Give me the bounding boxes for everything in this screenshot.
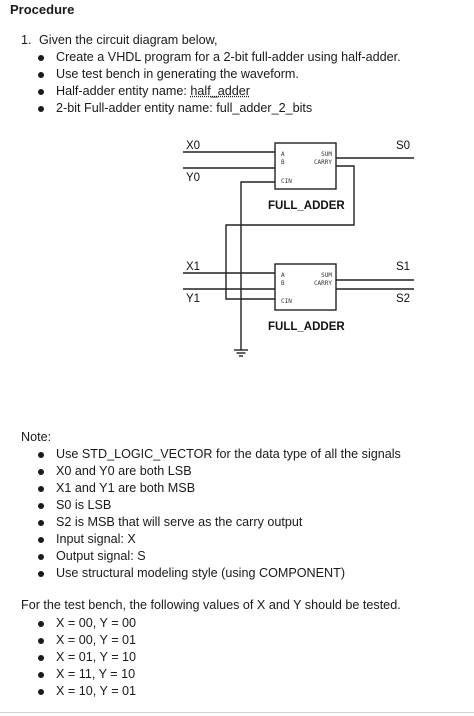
full-adder-block-1 — [274, 142, 337, 190]
testbench-item: X = 11, Y = 10 — [56, 667, 136, 681]
bullet-dot — [38, 503, 44, 509]
wire-carry-to-cin — [225, 165, 355, 300]
bullet-dot — [38, 55, 44, 61]
full-adder-entity-name: full_adder_2_bits — [216, 101, 313, 115]
pin-a-label: A — [281, 151, 285, 158]
note-item: Use STD_LOGIC_VECTOR for the data type o… — [56, 447, 401, 461]
pin-cin-label: CIN — [281, 298, 292, 305]
full-adder-prefix: 2-bit Full-adder entity name: — [56, 101, 217, 115]
procedure-heading: Procedure — [10, 2, 75, 17]
testbench-item: X = 01, Y = 10 — [56, 650, 137, 664]
step-intro: Given the circuit diagram below, — [39, 33, 218, 47]
bullet-dot — [38, 72, 44, 78]
input-x1-label: X1 — [186, 261, 200, 273]
note-item: Output signal: S — [56, 549, 146, 563]
bullet-dot — [38, 520, 44, 526]
bullet-dot — [38, 537, 44, 543]
bullet-dot — [38, 469, 44, 475]
block-2-name: FULL_ADDER — [268, 321, 345, 333]
pin-sum-label: SUM — [321, 151, 332, 158]
half-adder-entity-name: half_adder — [190, 84, 250, 98]
bullet-dot — [38, 486, 44, 492]
note-title: Note: — [21, 430, 52, 444]
pin-b-label: B — [281, 159, 285, 166]
block-1-name: FULL_ADDER — [268, 200, 345, 212]
half-adder-prefix: Half-adder entity name: — [56, 84, 191, 98]
pin-a-label: A — [281, 272, 285, 279]
output-s1-label: S1 — [396, 261, 410, 273]
step-item-3: Half-adder entity name: half_adder — [56, 83, 250, 100]
bullet-dot — [38, 452, 44, 458]
output-s0-label: S0 — [396, 140, 410, 152]
step-number: 1. — [21, 33, 32, 47]
bullet-dot — [38, 571, 44, 577]
bullet-dot — [38, 655, 44, 661]
note-item: Input signal: X — [56, 532, 136, 546]
pin-b-label: B — [281, 280, 285, 287]
testbench-intro: For the test bench, the following values… — [21, 598, 401, 612]
step-item-1: Create a VHDL program for a 2-bit full-a… — [56, 50, 401, 64]
bullet-dot — [38, 638, 44, 644]
bullet-dot — [38, 621, 44, 627]
bullet-dot — [38, 554, 44, 560]
note-item: S2 is MSB that will serve as the carry o… — [56, 515, 303, 529]
note-item: X1 and Y1 are both MSB — [56, 481, 196, 495]
pin-carry-label: CARRY — [314, 159, 332, 166]
input-y1-label: Y1 — [186, 293, 200, 305]
note-item: X0 and Y0 are both LSB — [56, 464, 192, 478]
pin-carry-label: CARRY — [314, 280, 332, 287]
testbench-item: X = 00, Y = 00 — [56, 616, 137, 630]
testbench-item: X = 10, Y = 01 — [56, 684, 137, 698]
pin-sum-label: SUM — [321, 272, 332, 279]
input-y0-label: Y0 — [186, 172, 200, 184]
step-item-4: 2-bit Full-adder entity name: full_adder… — [56, 100, 312, 117]
full-adder-block-2 — [274, 263, 337, 311]
output-s2-label: S2 — [396, 293, 410, 305]
input-x0-label: X0 — [186, 140, 200, 152]
note-item: Use structural modeling style (using COM… — [56, 566, 346, 580]
step-item-2: Use test bench in generating the wavefor… — [56, 67, 299, 81]
bullet-dot — [38, 89, 44, 95]
pin-cin-label: CIN — [281, 178, 292, 185]
wire-cin-ground — [240, 181, 275, 350]
bullet-dot — [38, 689, 44, 695]
page-divider — [0, 712, 474, 713]
bullet-dot — [38, 106, 44, 112]
bullet-dot — [38, 672, 44, 678]
note-item: S0 is LSB — [56, 498, 112, 512]
testbench-item: X = 00, Y = 01 — [56, 633, 137, 647]
